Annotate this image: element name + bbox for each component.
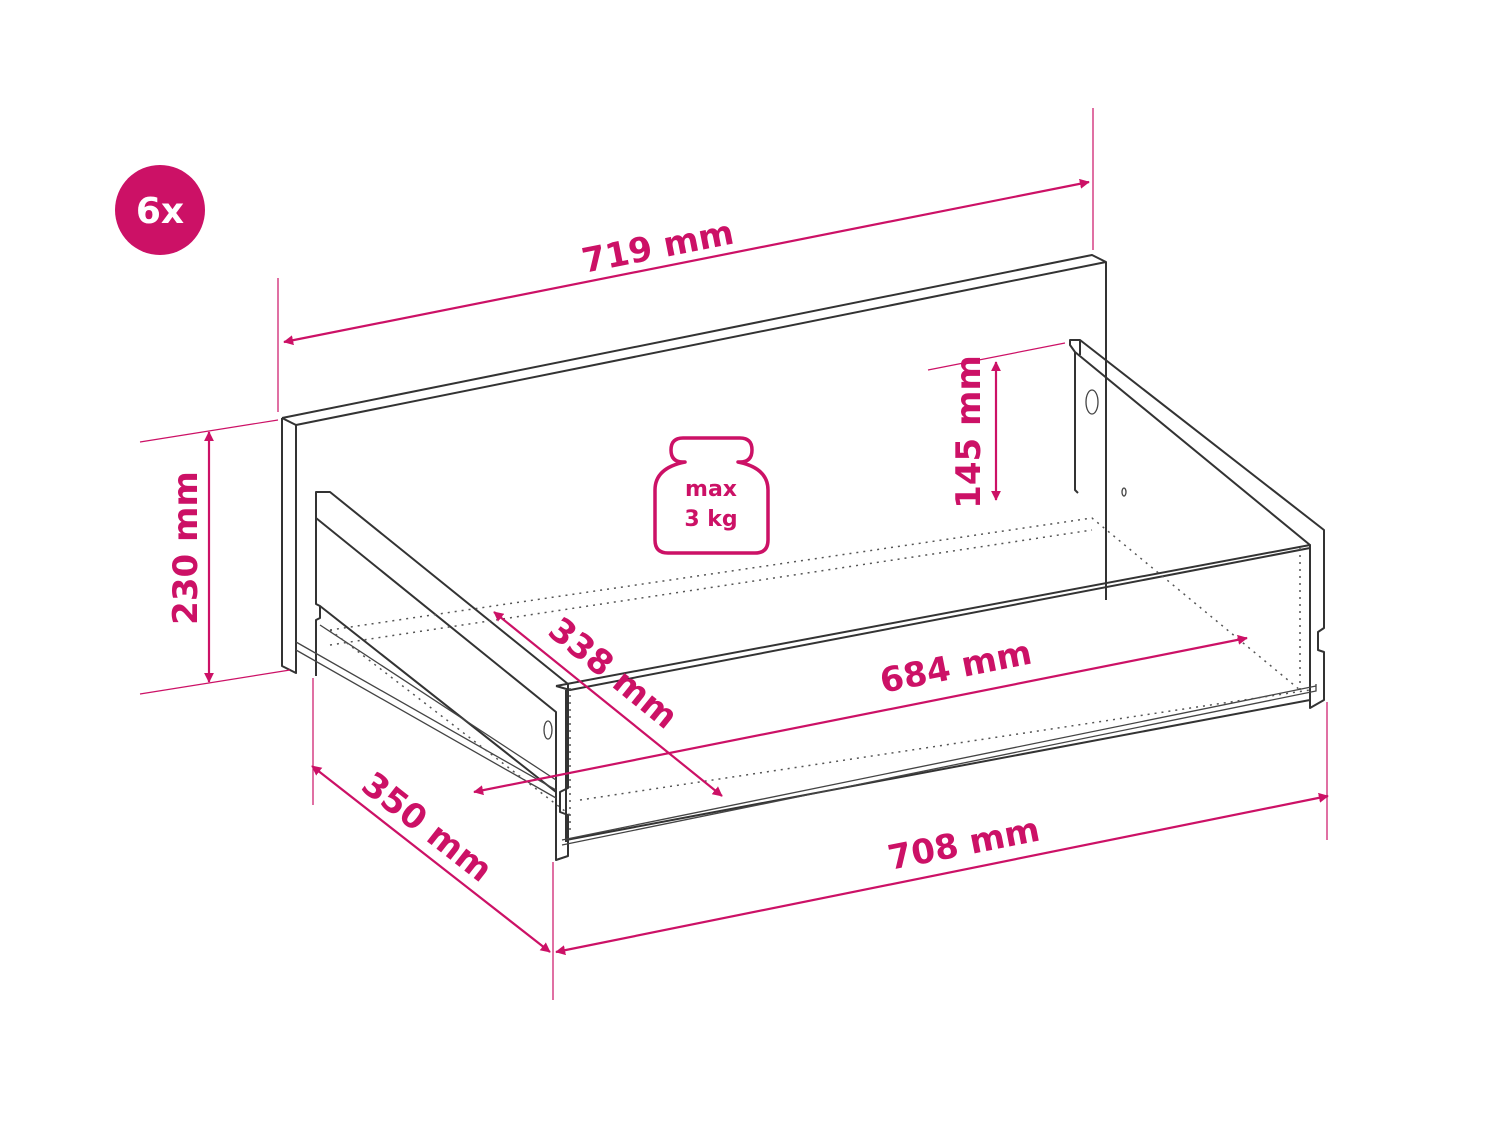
- left-runner-rail: [295, 624, 557, 799]
- label-inner-depth: 338 mm: [541, 610, 686, 738]
- dimension-arrows: [204, 178, 1329, 956]
- right-panel-small-hole: [1121, 487, 1127, 497]
- badge-circle: [115, 165, 205, 255]
- ext-line-inner-height-top: [927, 342, 1066, 371]
- label-bottom-width: 708 mm: [885, 810, 1044, 879]
- weight-label-max: max: [685, 477, 737, 502]
- label-height: 230 mm: [166, 471, 206, 625]
- quantity-badge: 6x: [115, 165, 205, 255]
- label-top-width: 719 mm: [579, 213, 738, 282]
- arrow-depth: [311, 765, 551, 953]
- ext-line-height-top: [139, 419, 279, 443]
- right-panel-hole: [1085, 389, 1099, 415]
- arrow-inner-width: [473, 634, 1248, 796]
- dimension-labels: 719 mm 230 mm 145 mm 338 mm 684 mm 350 m…: [166, 213, 1043, 891]
- drawer-drawing: [281, 254, 1325, 861]
- arrow-inner-depth: [493, 611, 723, 797]
- badge-label: 6x: [136, 191, 184, 232]
- ext-line-height-bottom: [139, 669, 291, 695]
- label-inner-width: 684 mm: [877, 633, 1036, 702]
- weight-label-value: 3 kg: [684, 507, 737, 532]
- left-side-panel: [315, 491, 569, 861]
- arrow-bottom-width: [555, 792, 1329, 956]
- arrow-top-width: [283, 178, 1090, 346]
- right-side-panel: [1069, 339, 1325, 709]
- label-depth: 350 mm: [354, 764, 500, 890]
- hidden-edges: [329, 517, 1311, 830]
- weight-icon: max 3 kg: [653, 436, 770, 555]
- label-inner-height: 145 mm: [949, 355, 989, 509]
- left-panel-hole: [543, 720, 553, 740]
